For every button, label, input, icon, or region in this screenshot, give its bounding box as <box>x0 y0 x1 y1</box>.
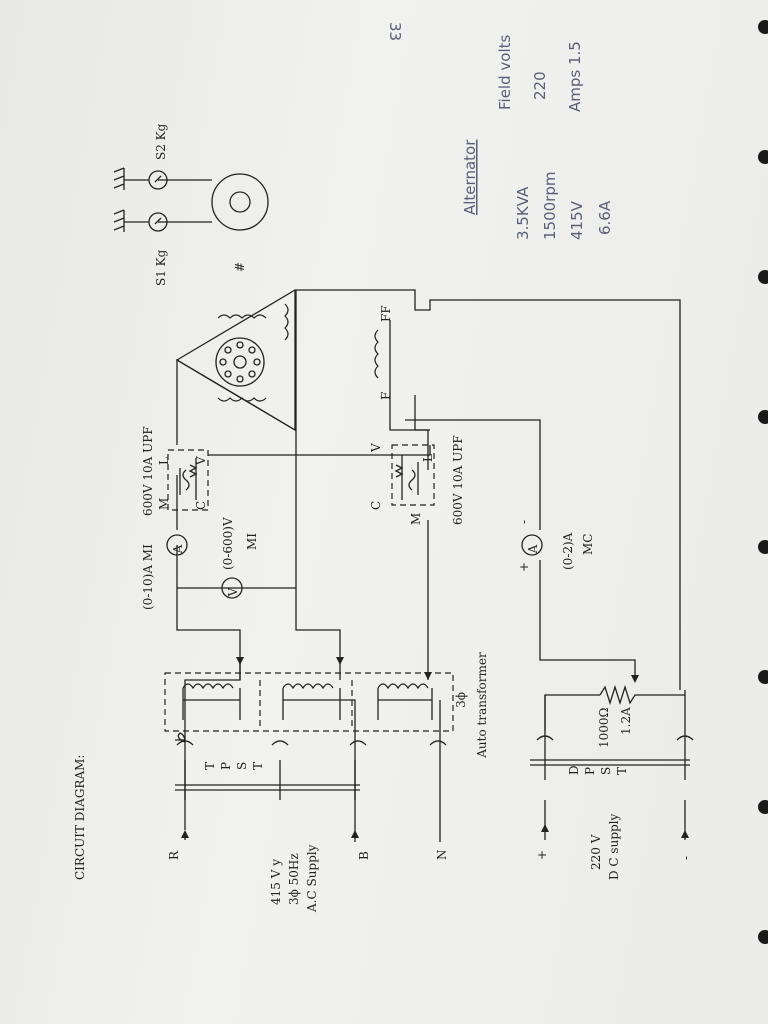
wattmeter-1-l: L <box>157 457 171 465</box>
voltmeter: V (0-600)V MI <box>221 517 259 599</box>
binder-hole <box>758 20 768 34</box>
ammeter-dc-range: (0-2)A <box>561 532 575 570</box>
autotransformer-label: Auto transformer <box>475 652 489 759</box>
tpst-switch: T P S T <box>203 762 265 770</box>
rheostat-current: 1.2A <box>619 707 633 735</box>
dc-supply: + - 220 V D C supply D P S T 1000Ω 1.2A <box>535 707 693 880</box>
wattmeter-1-c: C <box>194 501 208 510</box>
page-title: CIRCUIT DIAGRAM: <box>73 755 87 880</box>
wattmeter-2-c: C <box>369 501 383 510</box>
handwritten-field-amps: Amps 1.5 <box>566 41 584 112</box>
phase-r-label: R <box>167 850 181 860</box>
ac-supply-voltage: 415 V y <box>269 859 283 905</box>
page-number: 33 <box>386 22 404 41</box>
ammeter-ac: A (0-10)A MI <box>141 534 188 610</box>
handwritten-voltage: 415V <box>568 200 586 240</box>
field-ff-label: FF <box>379 305 393 322</box>
tpst-letter: T <box>251 762 265 770</box>
ac-supply-frequency: 3ϕ 50Hz <box>287 853 301 905</box>
rheostat-resistance: 1000Ω <box>597 707 611 748</box>
ammeter-dc: A + - (0-2)A MC <box>517 520 595 572</box>
handwritten-current: 6.6A <box>596 200 614 235</box>
handwritten-field-heading: Field volts <box>496 35 514 110</box>
handwritten-field-volts: 220 <box>531 71 549 100</box>
ac-supply-labels: R B N 415 V y 3ϕ 50Hz A.C Supply <box>167 844 449 913</box>
tpst-letter: P <box>219 762 233 770</box>
wattmeter-2-rating: 600V 10A UPF <box>451 435 465 525</box>
ac-supply-label: A.C Supply <box>305 844 319 913</box>
binder-hole <box>758 270 768 284</box>
ammeter-dc-type: MC <box>581 534 595 555</box>
dpst-letter: S <box>599 767 613 775</box>
hash-mark: # <box>233 262 247 272</box>
wattmeter-1: 600V 10A UPF M L C V <box>141 426 209 516</box>
phase-b-label: B <box>357 851 371 860</box>
ammeter-ac-symbol: A <box>171 544 185 554</box>
wattmeter-2: 600V 10A UPF M L C V <box>369 435 465 525</box>
binder-hole <box>758 410 768 424</box>
wattmeter-2-v: V <box>369 443 383 453</box>
handwritten-notes: Alternator 3.5KVA 1500rpm 415V 6.6A Fiel… <box>461 35 614 240</box>
neutral-label: N <box>435 850 449 861</box>
handwritten-heading: Alternator <box>461 139 479 215</box>
autotransformer-phase-label: 3ϕ <box>454 692 468 708</box>
wattmeter-2-m: M <box>409 513 423 525</box>
wattmeter-1-rating: 600V 10A UPF <box>141 426 155 516</box>
dc-supply-label: D C supply <box>607 813 621 880</box>
spring-balance-s2: S2 Kg <box>154 123 168 160</box>
binder-hole <box>758 800 768 814</box>
spring-balance: S1 Kg S2 Kg # <box>113 123 269 286</box>
dpst-letter: P <box>583 767 597 775</box>
tpst-letter: T <box>203 762 217 770</box>
wiring <box>175 289 694 842</box>
binder-hole <box>758 540 768 554</box>
voltmeter-range: (0-600)V <box>221 517 235 570</box>
binder-hole <box>758 670 768 684</box>
dpst-letter: D <box>567 765 581 775</box>
binder-hole <box>758 930 768 944</box>
dc-minus-label: - <box>679 856 693 860</box>
dpst-letter: T <box>615 767 629 775</box>
wattmeter-1-m: M <box>157 498 171 510</box>
ammeter-dc-symbol: A <box>526 544 540 554</box>
ammeter-dc-plus: + <box>517 562 531 572</box>
handwritten-speed: 1500rpm <box>541 172 559 240</box>
dc-supply-voltage: 220 V <box>589 834 603 870</box>
wattmeter-1-v: V <box>194 456 208 466</box>
handwritten-rating: 3.5KVA <box>514 186 532 240</box>
autotransformer: 3ϕ Auto transformer <box>164 652 489 759</box>
voltmeter-type: MI <box>245 533 259 550</box>
voltmeter-symbol: V <box>226 587 240 597</box>
spring-balance-s1: S1 Kg <box>154 249 168 286</box>
wattmeter-2-l: L <box>421 454 435 462</box>
tpst-letter: S <box>235 762 249 770</box>
ammeter-ac-label: (0-10)A MI <box>141 544 155 610</box>
alternator: F FF <box>175 288 393 432</box>
dc-plus-label: + <box>535 850 549 860</box>
ammeter-dc-minus: - <box>517 520 531 524</box>
field-f-label: F <box>379 392 393 400</box>
binder-hole <box>758 150 768 164</box>
